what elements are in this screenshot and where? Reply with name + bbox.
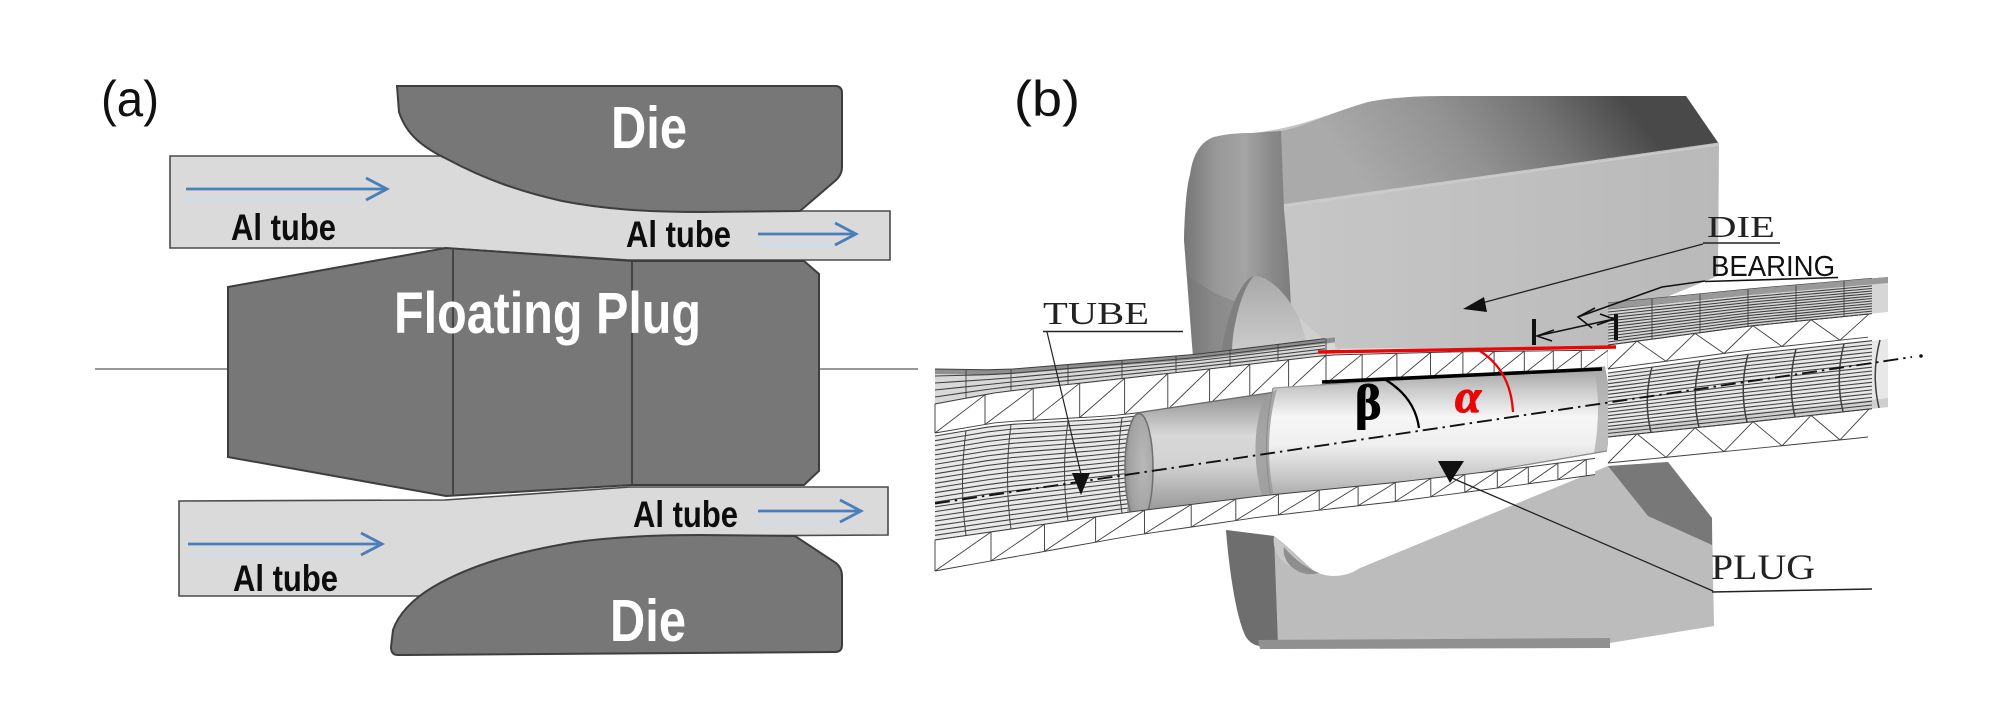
svg-text:PLUG: PLUG xyxy=(1711,547,1815,587)
svg-text:Al tube: Al tube xyxy=(626,214,731,255)
svg-text:(a): (a) xyxy=(101,71,159,127)
svg-text:β: β xyxy=(1355,374,1381,430)
svg-text:DIE: DIE xyxy=(1707,209,1775,244)
svg-text:Floating Plug: Floating Plug xyxy=(394,281,701,346)
svg-text:TUBE: TUBE xyxy=(1043,295,1149,331)
svg-text:Al tube: Al tube xyxy=(233,558,338,599)
svg-text:(b): (b) xyxy=(1014,71,1080,127)
svg-text:Die: Die xyxy=(610,588,686,654)
svg-text:Al tube: Al tube xyxy=(231,207,336,248)
svg-text:α: α xyxy=(1455,371,1482,423)
svg-text:Die: Die xyxy=(611,95,687,161)
svg-text:Al tube: Al tube xyxy=(633,494,738,535)
